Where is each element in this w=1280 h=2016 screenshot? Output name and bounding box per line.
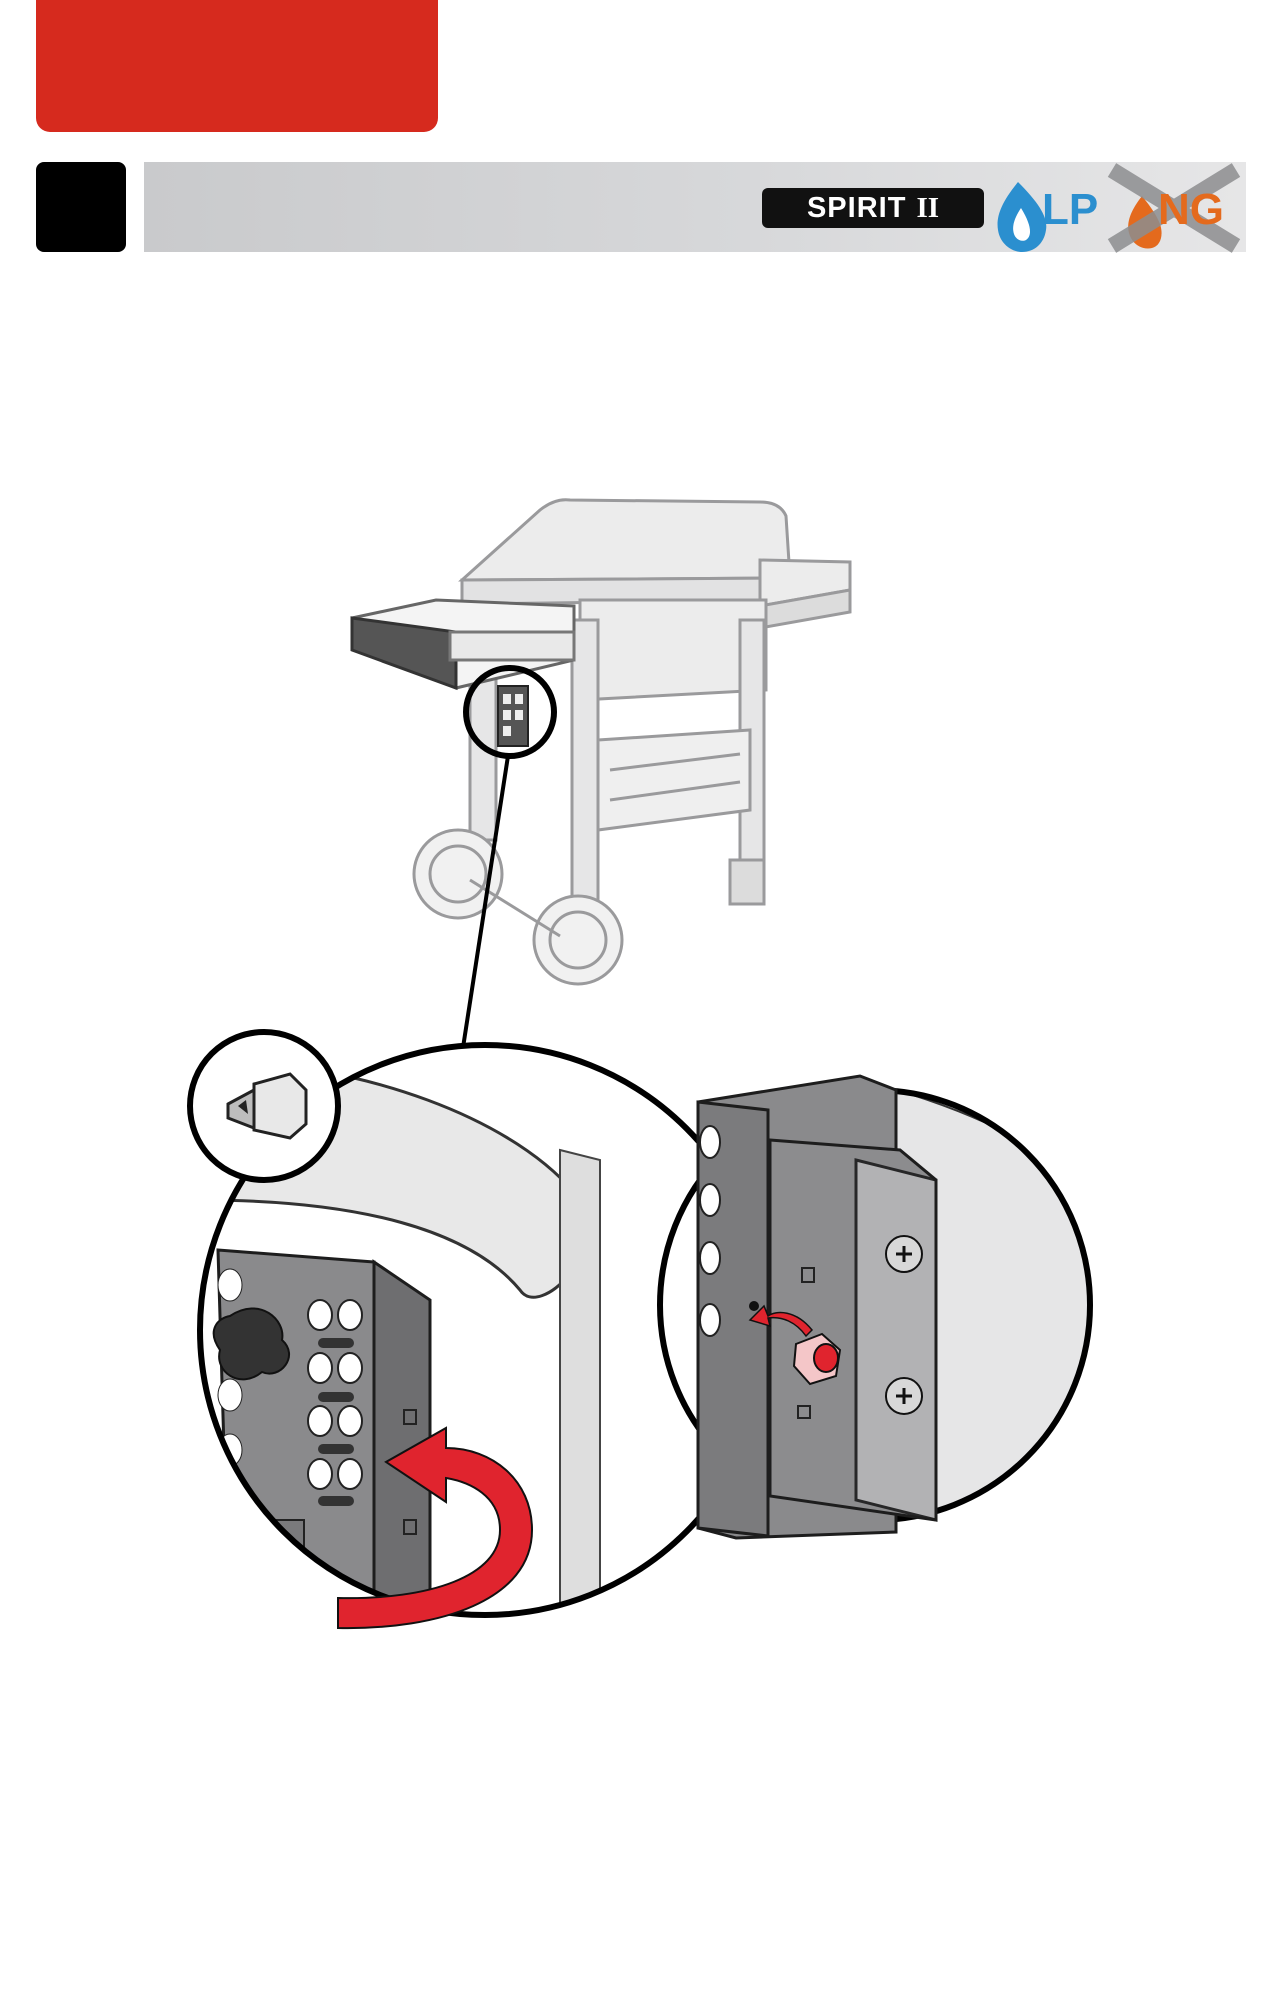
grill-overview [352,500,850,984]
cap-callout [190,1032,338,1180]
detail-circle-right [660,1076,1100,1560]
handle-mount-small [498,686,528,746]
